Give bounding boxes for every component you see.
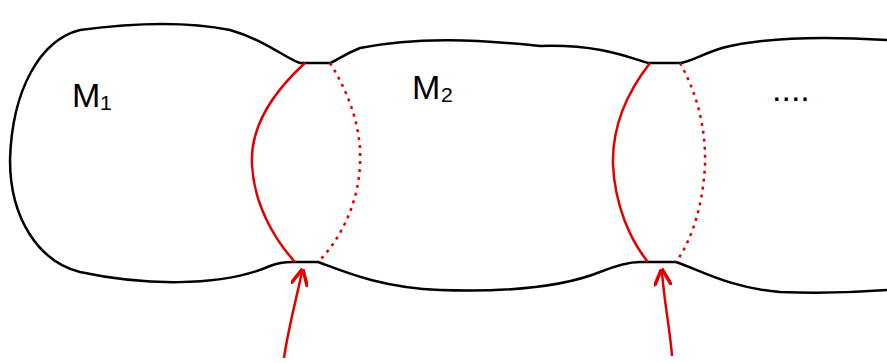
neck-circle xyxy=(613,63,705,262)
continuation-dots: .... xyxy=(772,72,810,106)
neck-circle xyxy=(252,63,360,262)
pointer-arrow xyxy=(284,272,302,358)
manifold-outline xyxy=(10,24,887,293)
region-label: M₂ xyxy=(412,70,454,104)
region-label: M₁ xyxy=(72,78,112,112)
pointer-arrow xyxy=(662,272,672,356)
